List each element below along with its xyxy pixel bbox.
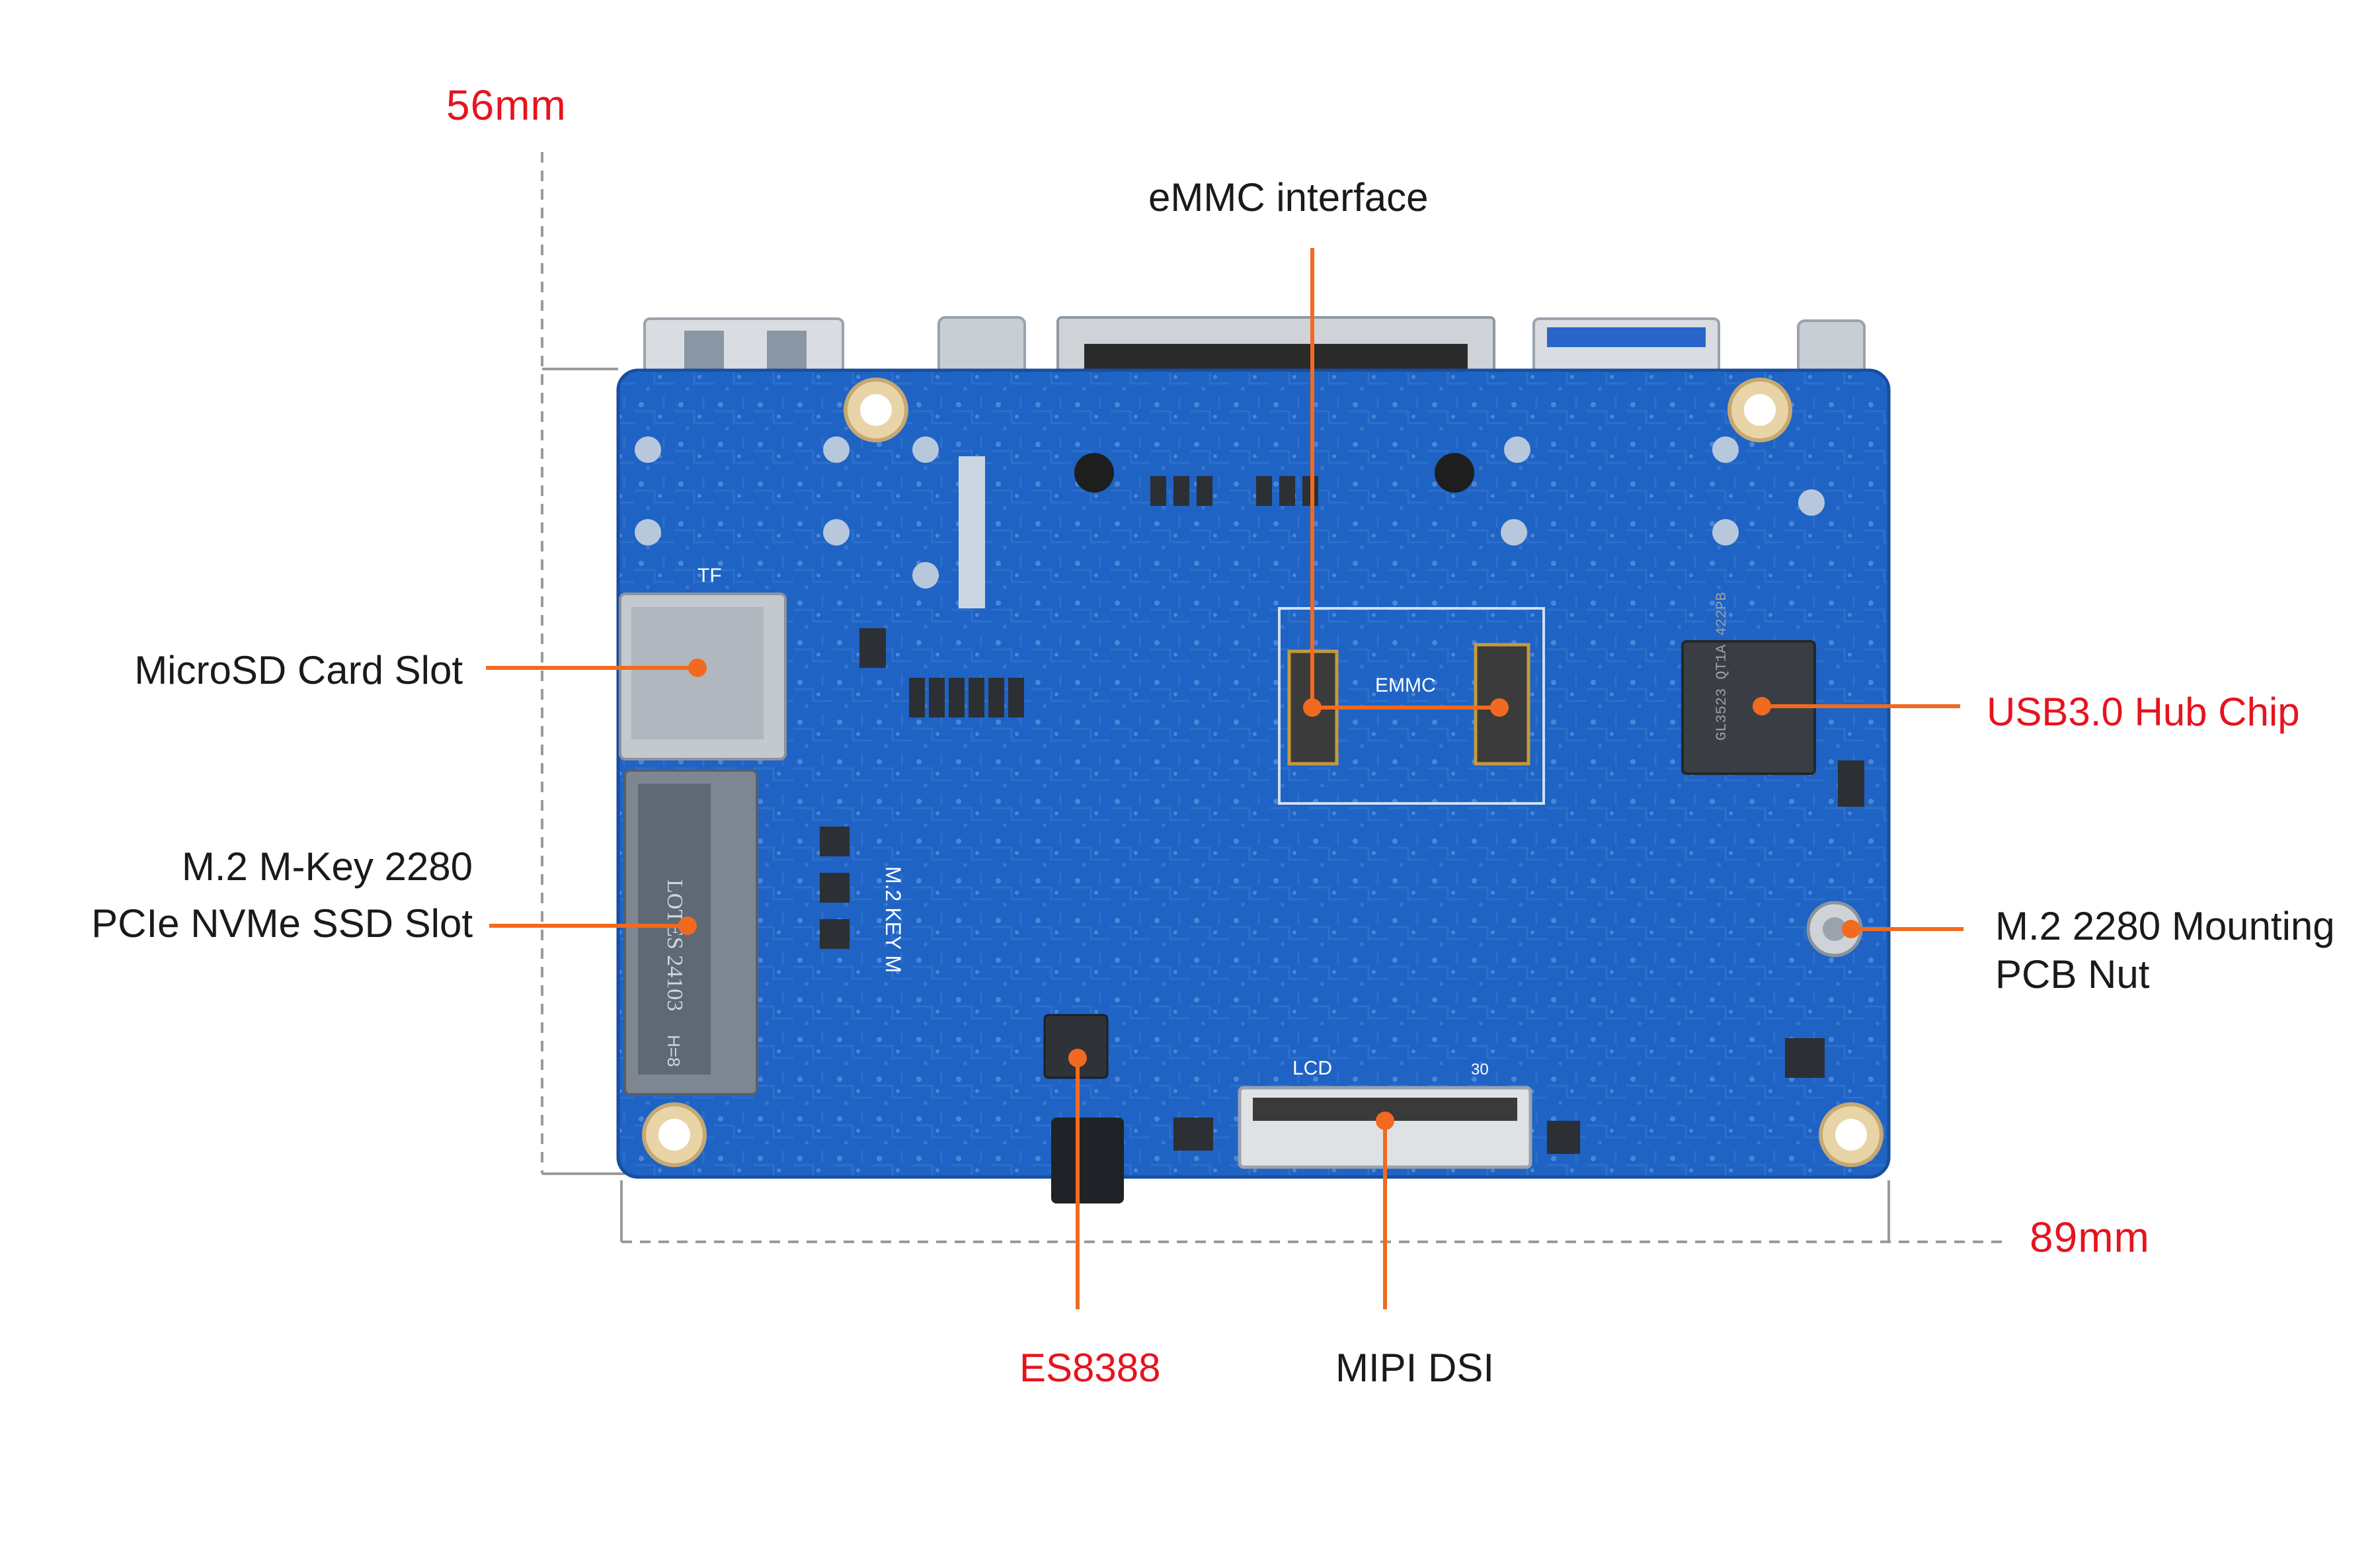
height-dimension xyxy=(541,152,625,1175)
width-dimension xyxy=(620,1180,2003,1243)
board-screws xyxy=(1074,453,1474,493)
m2-slot-label-line2: PCIe NVMe SSD Slot xyxy=(91,901,473,946)
microsd-label: MicroSD Card Slot xyxy=(134,648,463,692)
microsd-slot xyxy=(619,592,787,760)
usb-hub-label: USB3.0 Hub Chip xyxy=(1987,690,2300,734)
ssd-pin-silkscreen: H=8 xyxy=(664,1035,684,1067)
tf-silkscreen: TF xyxy=(697,565,722,587)
m2-key-silkscreen: M.2 KEY M xyxy=(881,866,905,973)
mipi-dsi-label: MIPI DSI xyxy=(1335,1346,1495,1390)
board-pads xyxy=(635,436,1825,589)
audio-jack xyxy=(1051,1118,1124,1203)
ssd-slot-silkscreen: LOTES 24103 xyxy=(662,879,687,1011)
width-dimension-label: 89mm xyxy=(2030,1213,2150,1261)
height-dimension-label: 56mm xyxy=(446,81,567,129)
callout-lines xyxy=(486,248,1964,1309)
hub-chip-silkscreen: GL3523 QT1A 422PB xyxy=(1714,592,1730,741)
mounting-nut-label-line2: PCB Nut xyxy=(1995,952,2150,997)
board-components xyxy=(820,476,1864,1154)
es8388-label: ES8388 xyxy=(1019,1346,1161,1390)
mounting-holes xyxy=(642,378,1884,1167)
emmc-outline xyxy=(1278,607,1545,805)
m2-mounting-nut xyxy=(1806,901,1863,957)
emmc-label: eMMC interface xyxy=(1148,175,1429,220)
lcd-silkscreen: LCD xyxy=(1292,1057,1332,1079)
lcd-pin-silkscreen: 30 xyxy=(1471,1061,1489,1079)
m2-slot-label-line1: M.2 M-Key 2280 xyxy=(181,844,473,889)
callout-dots xyxy=(678,659,1860,1130)
board-header xyxy=(959,456,985,608)
emmc-silkscreen: EMMC xyxy=(1375,674,1436,696)
mounting-nut-label-line1: M.2 2280 Mounting xyxy=(1995,904,2335,948)
